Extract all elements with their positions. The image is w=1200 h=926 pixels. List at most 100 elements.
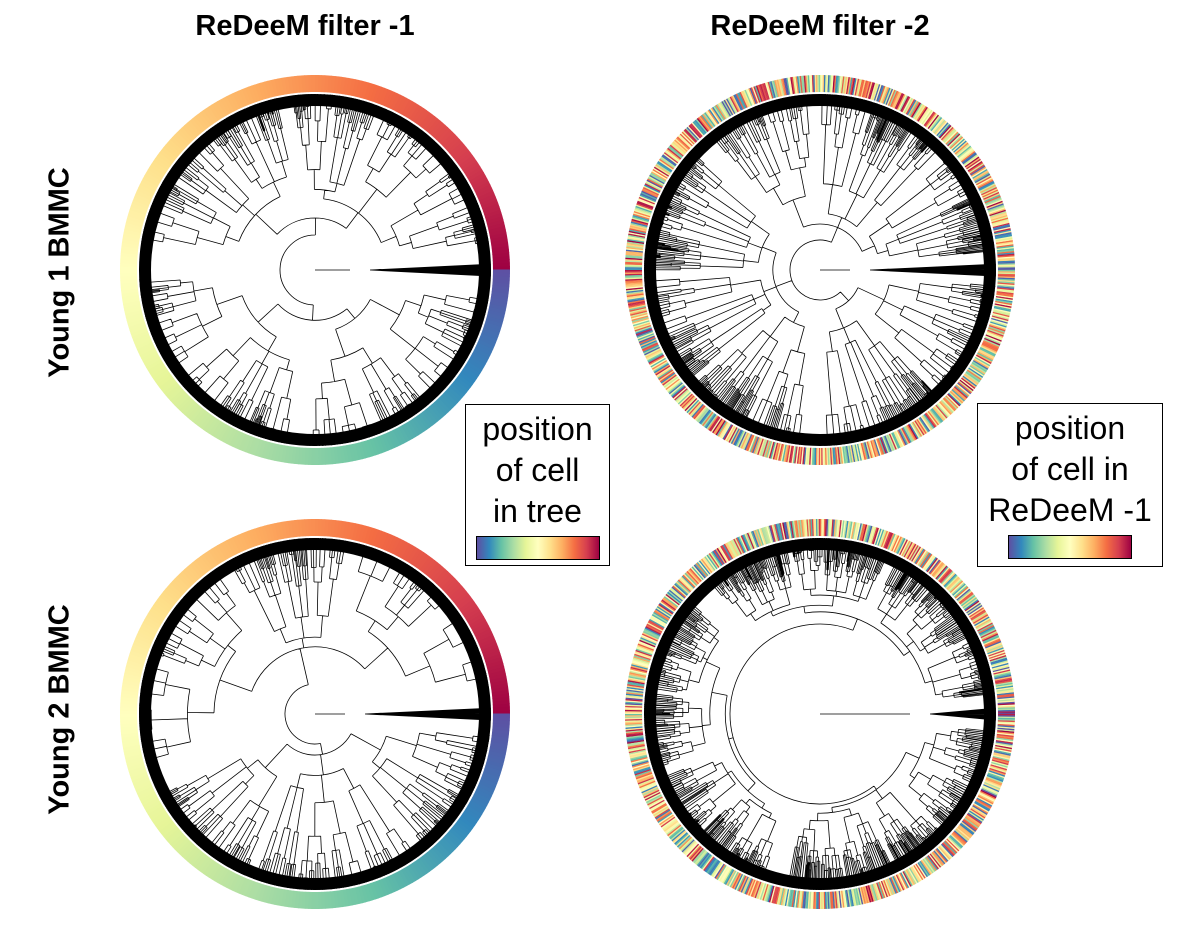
ring-segment xyxy=(486,312,505,321)
ring-segment xyxy=(232,535,243,553)
ring-segment xyxy=(696,562,709,577)
ring-segment xyxy=(981,787,998,796)
ring-segment xyxy=(973,171,989,181)
ring-segment xyxy=(688,401,702,416)
ring-segment xyxy=(993,306,1011,312)
tree-young1-filter1 xyxy=(120,75,510,465)
ring-segment xyxy=(823,519,826,537)
ring-segment xyxy=(861,886,868,904)
ring-segment xyxy=(713,550,724,566)
ring-segment xyxy=(849,445,855,463)
ring-segment xyxy=(749,435,757,453)
ring-segment xyxy=(208,863,222,880)
ring-segment xyxy=(654,165,670,176)
ring-segment xyxy=(900,95,910,112)
ring-segment xyxy=(431,122,446,138)
ring-segment xyxy=(141,622,158,634)
ring-segment xyxy=(668,589,683,602)
ring-segment xyxy=(995,744,1013,750)
ring-segment xyxy=(926,411,939,427)
ring-segment xyxy=(172,391,188,406)
ring-segment xyxy=(934,405,947,420)
ring-segment xyxy=(672,386,687,399)
ring-segment xyxy=(866,525,873,543)
ring-segment xyxy=(853,444,859,462)
ring-segment xyxy=(730,428,740,445)
ring-segment xyxy=(992,758,1009,764)
ring-segment xyxy=(865,441,872,459)
ring-segment xyxy=(480,333,498,344)
ring-segment xyxy=(979,347,996,357)
ring-segment xyxy=(323,75,329,93)
ring-segment xyxy=(449,585,465,600)
ring-segment xyxy=(833,75,837,93)
ring-segment xyxy=(438,573,453,589)
ring-segment xyxy=(490,235,508,243)
ring-segment xyxy=(626,692,644,696)
ring-segment xyxy=(638,778,655,786)
ring-segment xyxy=(826,447,829,465)
ring-segment xyxy=(710,417,722,433)
ring-segment xyxy=(985,777,1003,785)
ring-segment xyxy=(835,75,840,93)
ring-segment xyxy=(460,369,477,382)
ring-segment xyxy=(988,650,1006,658)
ring-segment xyxy=(648,354,665,365)
ring-segment xyxy=(658,158,674,170)
ring-segment xyxy=(223,427,235,444)
ring-segment xyxy=(860,80,866,97)
ring-segment xyxy=(398,541,410,559)
ring-segment xyxy=(223,540,235,558)
ring-segment xyxy=(629,752,647,758)
ring-segment xyxy=(121,294,140,302)
ring-segment xyxy=(442,134,458,149)
ring-segment xyxy=(205,550,219,567)
ring-segment xyxy=(995,234,1013,240)
ring-segment xyxy=(342,889,350,907)
ring-segment xyxy=(670,384,685,397)
ring-segment xyxy=(843,76,848,94)
ring-segment xyxy=(938,568,952,583)
ring-segment xyxy=(724,99,735,115)
ring-segment xyxy=(438,839,454,855)
ring-segment xyxy=(674,583,688,596)
ring-segment xyxy=(645,626,662,636)
ring-segment xyxy=(929,116,942,131)
ring-segment xyxy=(479,640,498,651)
ring-segment xyxy=(975,799,991,810)
ring-segment xyxy=(626,686,644,691)
ring-segment xyxy=(645,180,662,190)
ring-segment xyxy=(778,887,784,905)
legend-line: in tree xyxy=(493,493,582,529)
ring-segment xyxy=(914,864,925,880)
ring-segment xyxy=(870,884,877,902)
ring-segment xyxy=(989,322,1007,329)
ring-segment xyxy=(649,799,665,810)
ring-segment xyxy=(777,523,783,541)
ring-segment xyxy=(627,300,645,306)
ring-segment xyxy=(754,881,762,899)
ring-segment xyxy=(954,142,969,155)
ring-segment xyxy=(759,439,767,456)
ring-segment xyxy=(782,888,787,906)
ring-segment xyxy=(241,879,252,897)
ring-segment xyxy=(632,317,649,324)
ring-segment xyxy=(705,555,717,571)
ring-segment xyxy=(651,803,667,813)
ring-segment xyxy=(307,75,312,93)
ring-segment xyxy=(838,76,842,94)
ring-segment xyxy=(996,738,1014,743)
ring-segment xyxy=(945,839,959,853)
ring-segment xyxy=(489,672,507,681)
ring-segment xyxy=(963,818,978,830)
ring-segment xyxy=(865,885,872,903)
ring-segment xyxy=(969,608,985,619)
ring-segment xyxy=(948,392,962,406)
ring-segment xyxy=(936,847,949,862)
ring-segment xyxy=(660,600,676,612)
ring-segment xyxy=(718,102,729,118)
ring-segment xyxy=(679,393,693,407)
ring-segment xyxy=(796,520,801,538)
ring-segment xyxy=(416,553,430,570)
ring-segment xyxy=(716,547,727,564)
